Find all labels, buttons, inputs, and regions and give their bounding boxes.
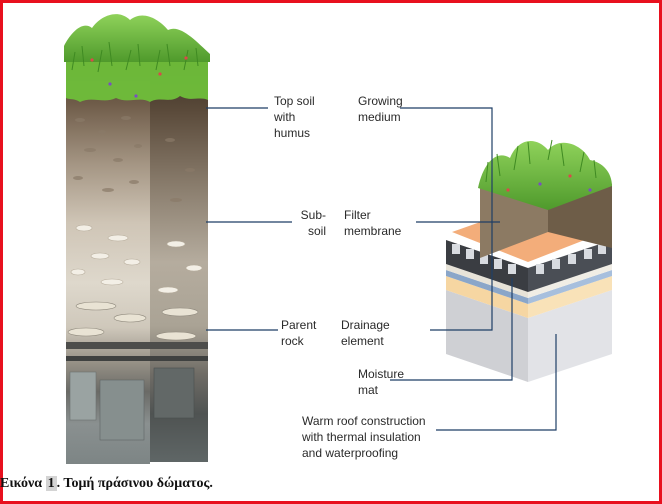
label-warm-roof: Warm roof construction with thermal insu… (302, 414, 426, 460)
label-parent-rock: Parent rock (281, 318, 317, 348)
leader-growing-medium (400, 107, 493, 331)
soil-column-side (150, 62, 208, 462)
label-growing-medium: Growing medium (358, 94, 403, 124)
soil-grass (64, 14, 210, 102)
subsoil-stones (70, 224, 203, 294)
green-roof-section (446, 139, 612, 382)
waterproofing-front (446, 270, 528, 304)
insulation-side (528, 276, 612, 318)
rock-plates (67, 301, 199, 341)
roof-grass (478, 139, 612, 210)
bedrock-block (69, 371, 97, 421)
bedrock-block (99, 379, 145, 441)
roof-deck-side (528, 290, 612, 382)
rock-band-2 (66, 356, 208, 361)
leader-moisture-mat (390, 278, 513, 381)
moisture-mat-front (446, 264, 528, 298)
rock-band (66, 342, 208, 349)
drainage-element-layer (446, 240, 612, 292)
label-top-soil: Top soil with humus (274, 94, 315, 140)
caption-text: . Τομή πράσινου δώματος. (56, 476, 213, 491)
label-filter-membrane: Filter membrane (344, 208, 402, 238)
soil-column-front (66, 62, 150, 464)
roof-deck-front (446, 290, 528, 382)
soil-profile-column (64, 14, 210, 464)
moisture-mat-side (528, 264, 612, 298)
leader-warm-roof (436, 334, 557, 431)
label-drainage-element: Drainage element (341, 318, 390, 348)
label-sub-soil: Sub- soil (300, 208, 326, 238)
figure-caption: Εικόνα 1. Τομή πράσινου δώματος. (0, 476, 213, 492)
caption-number: 1 (45, 476, 57, 491)
caption-prefix: Εικόνα (0, 476, 46, 491)
waterproofing-side (528, 270, 612, 304)
label-moisture-mat: Moisture mat (358, 367, 405, 397)
soil-texture (73, 116, 195, 202)
leader-lines (206, 107, 557, 431)
bedrock-block (153, 367, 195, 419)
insulation-front (446, 276, 528, 318)
